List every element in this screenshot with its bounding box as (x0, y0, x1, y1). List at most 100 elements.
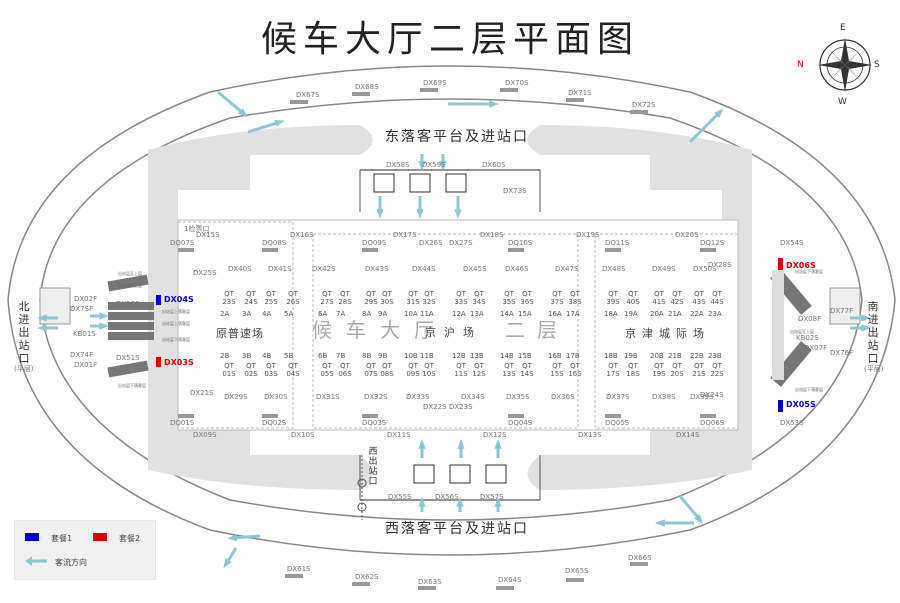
ad-spot-board (352, 92, 370, 96)
ad-spot-board (605, 414, 621, 418)
ad-spot-board (566, 578, 584, 582)
ad-spot-dx70s: DX70S (505, 79, 529, 87)
legend-set1: 套餐1 (51, 534, 73, 543)
ad-spot-board (352, 582, 370, 586)
ad-spot-dx59s: DX59S (422, 161, 446, 169)
ad-spot-dx58s: DX58S (386, 161, 410, 169)
flow-arrow-head (454, 209, 462, 219)
marker-dx03s (156, 357, 161, 367)
ad-spot-dx60s: DX60S (482, 161, 506, 169)
ad-spot-dq08s: DQ08S (262, 239, 287, 247)
ad-spot-board (362, 414, 378, 418)
zone-center-outline (312, 233, 579, 429)
flow-arrow-head (457, 439, 465, 449)
ad-spot-board (605, 248, 621, 252)
gate-bot: QT 20S (670, 362, 684, 378)
ad-spot-dx54s: DX54S (780, 239, 804, 247)
ad-spot-dx24s: DX24S (700, 391, 724, 399)
south-escalator-cluster (770, 269, 812, 387)
ad-spot-board (500, 88, 518, 92)
flow-arrow-head (37, 324, 47, 332)
gate-top-a: 3A (242, 310, 252, 318)
gate-bot: QT 15S (550, 362, 564, 378)
ad-spot-dx17s: DX17S (393, 231, 417, 239)
gate-bot: QT 10S (422, 362, 436, 378)
gate-top-a: 22A (690, 310, 704, 318)
zone-left-label: 原普速场 (216, 327, 264, 340)
hall-floor: 二层 (505, 318, 569, 342)
gate-bot-b: 7B (336, 352, 346, 360)
north-entrance-label: 北进出站口 (18, 300, 30, 365)
main-hall (177, 219, 739, 431)
escalator-note-s1: 出站层下落客层 (795, 269, 823, 274)
gate-top-a: 23A (708, 310, 722, 318)
hall-jinghu: 京沪场 (425, 326, 482, 339)
gate-top-a: 18A (604, 310, 618, 318)
ad-spot-board (418, 586, 436, 590)
ad-spot-dx39s: DX39S (690, 393, 714, 401)
ad-spot-dx26s: DX26S (419, 239, 443, 247)
gate-top-a: 16A (548, 310, 562, 318)
gate-bot-b: 2B (220, 352, 230, 360)
gate-top-a: 11A (420, 310, 434, 318)
ad-spot-dx27s: DX27S (449, 239, 473, 247)
ad-spot-kb02s: KB02S (796, 334, 819, 342)
gate-top: QT 37S (550, 290, 564, 306)
gate-bot: QT 07S (364, 362, 378, 378)
ad-spot-dx19s: DX19S (576, 231, 600, 239)
label-dx03s: DX03S (164, 358, 194, 367)
compass-w: W (838, 97, 847, 107)
gate-bot: QT 03S (264, 362, 278, 378)
ad-spot-dx7sf: DX7SF (70, 305, 94, 313)
ad-spot-dx08f: DX08F (798, 315, 822, 323)
ad-spot-dx77f: DX77F (830, 307, 854, 315)
gate-bot: QT 17S (606, 362, 620, 378)
flow-arrow-head (714, 108, 724, 118)
gate-top: QT 24S (244, 290, 258, 306)
gate-top: QT 35S (502, 290, 516, 306)
ad-spot-dq10s: DQ10S (508, 239, 533, 247)
gate-bot: QT 21S (692, 362, 706, 378)
gate-top: QT 39S (606, 290, 620, 306)
gate-top-a: 14A (500, 310, 514, 318)
ad-spot-dx42s: DX42S (312, 265, 336, 273)
gate-bot: QT 14S (520, 362, 534, 378)
gate-bot: QT 22S (710, 362, 724, 378)
west-platform-label: 西落客平台及进站口 (385, 521, 529, 537)
gate-bot-b: 8B (362, 352, 372, 360)
ad-spot-board (630, 110, 648, 114)
ad-spot-board (508, 248, 524, 252)
gate-top-a: 2A (220, 310, 230, 318)
ad-spot-dq05s: DQ05S (605, 419, 630, 427)
ad-spot-board (262, 414, 278, 418)
gate-top-a: 6A (318, 310, 328, 318)
ad-spot-dx32s: DX32S (364, 393, 388, 401)
hall-label: 候车大厅 (312, 318, 448, 342)
legend-flow: 客流方向 (55, 558, 87, 567)
legend-set2: 套餐2 (119, 534, 141, 543)
ad-spot-dx67s: DX67S (296, 91, 320, 99)
gate-top: QT 23S (222, 290, 236, 306)
ad-spot-kb01s: KB01S (73, 330, 96, 338)
flow-arrow-head (99, 322, 109, 330)
gate-top: QT 26S (286, 290, 300, 306)
ad-spot-dx72s: DX72S (632, 101, 656, 109)
flow-arrow (688, 110, 722, 144)
gate-top: QT 33S (454, 290, 468, 306)
ad-spot-dx45s: DX45S (463, 265, 487, 273)
gate-top: QT 25S (264, 290, 278, 306)
gate-bot: QT 12S (472, 362, 486, 378)
escalator-note-n3: 出站层上落客层 (162, 309, 190, 314)
ad-spot-board (700, 248, 716, 252)
flow-arrow-head (274, 120, 285, 127)
escalator-note-n2: 出站层至上层 (118, 283, 142, 288)
escalator-note-n4: 出站层上落客层 (162, 321, 190, 326)
ad-spot-dx52s: DX52S (116, 300, 140, 308)
gate-bot-b: 17B (566, 352, 580, 360)
ad-spot-dq06s: DQ06S (700, 419, 725, 427)
zone-right-label: 京津城际场 (625, 327, 710, 340)
flow-arrow-head (223, 558, 232, 569)
flow-arrow (678, 495, 702, 521)
escalator-note-n6: 出站层下落客层 (118, 383, 146, 388)
gate-top: QT 38S (568, 290, 582, 306)
